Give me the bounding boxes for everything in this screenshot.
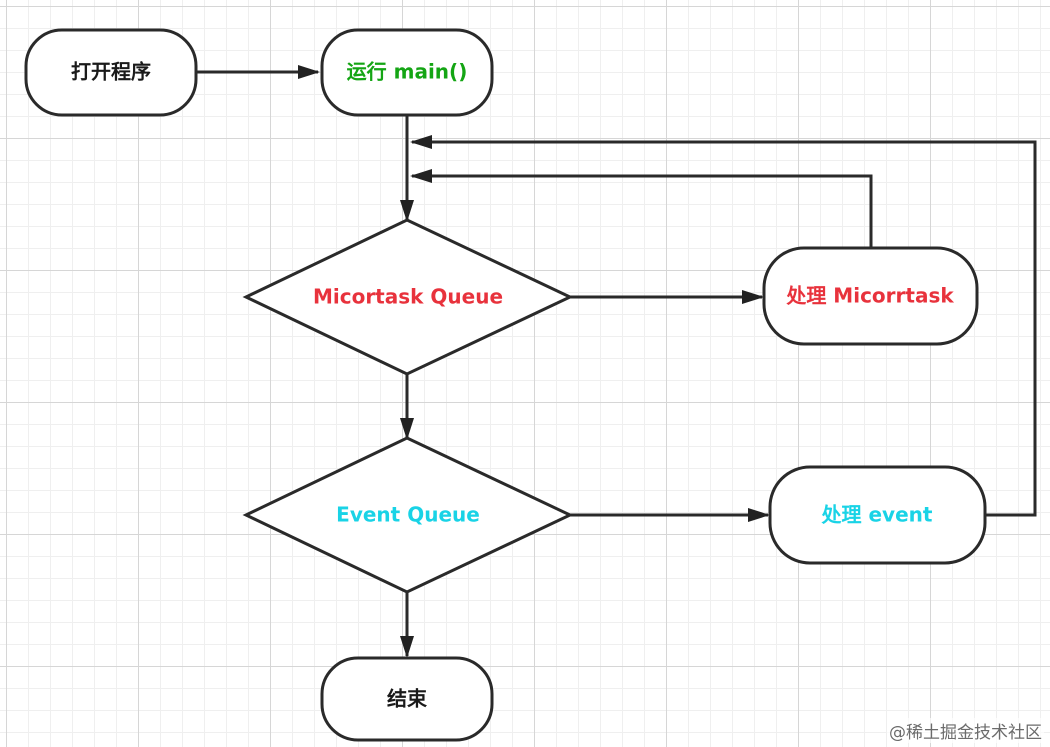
node-event-queue-label: Event Queue: [336, 503, 480, 527]
connectors: [196, 65, 1037, 658]
node-handle-microtask: 处理 Micorrtask: [762, 246, 979, 346]
node-handle-microtask-label: 处理 Micorrtask: [785, 284, 954, 308]
arrow-handle-event-loop: [410, 135, 1037, 517]
watermark: @稀土掘金技术社区: [887, 718, 1044, 743]
node-run-main-label: 运行 main(): [347, 60, 468, 84]
node-open-program-shape: [24, 28, 198, 117]
node-end: 结束: [320, 656, 494, 742]
node-run-main-shape: [320, 28, 494, 117]
node-microtask-queue-label: Micortask Queue: [313, 285, 503, 309]
node-handle-event-shape: [768, 465, 987, 565]
node-end-shape: [320, 656, 494, 742]
node-microtask-queue: Micortask Queue: [242, 218, 574, 376]
node-handle-event-label: 处理 event: [821, 503, 933, 527]
node-handle-event: 处理 event: [768, 465, 987, 565]
node-event-queue: Event Queue: [242, 436, 574, 594]
node-open-program: 打开程序: [24, 28, 198, 117]
node-microtask-queue-shape: [242, 218, 574, 376]
node-end-label: 结束: [387, 687, 428, 711]
node-handle-microtask-shape: [762, 246, 979, 346]
node-event-queue-shape: [242, 436, 574, 594]
node-open-program-label: 打开程序: [71, 60, 151, 84]
node-run-main: 运行 main(): [320, 28, 494, 117]
arrow-handle-microtask-loop: [410, 169, 873, 248]
